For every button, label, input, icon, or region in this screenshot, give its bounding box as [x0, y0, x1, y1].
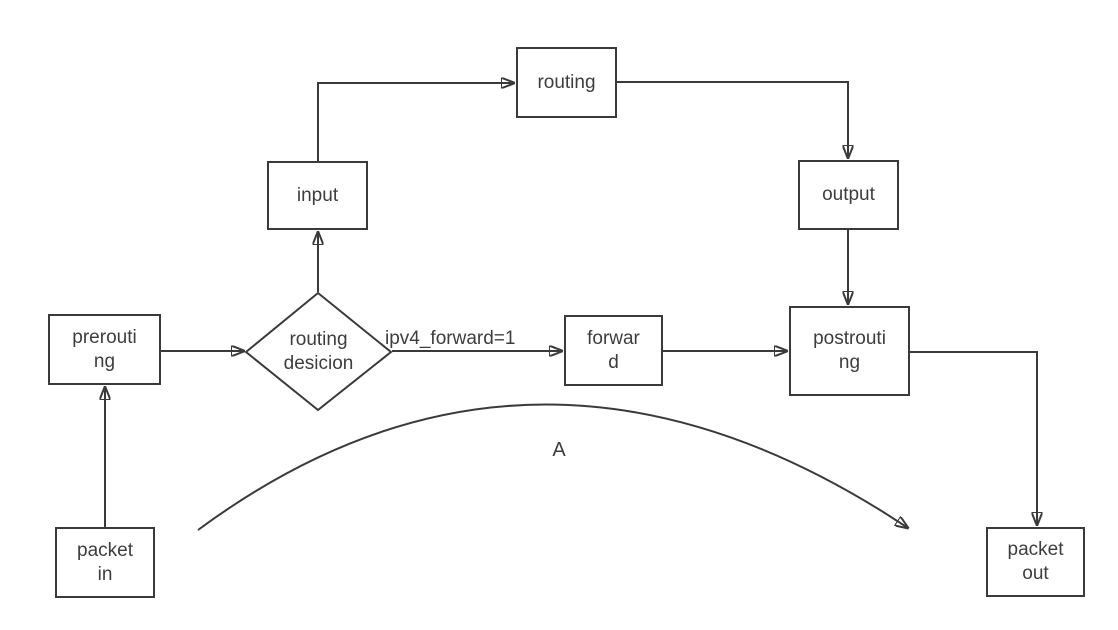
node-prerouting-label: prerouti ng — [72, 326, 137, 372]
node-packet-in: packet in — [55, 527, 155, 598]
node-postrouting: postrouti ng — [789, 306, 910, 396]
node-routing: routing — [516, 47, 617, 118]
node-routing-label: routing — [537, 71, 596, 93]
node-input-label: input — [296, 184, 339, 206]
node-packet-in-label: packet in — [77, 539, 133, 585]
routing-decision-diamond — [244, 291, 393, 412]
edge-label-a: A — [552, 439, 566, 461]
node-routing-decision-label: routing desicion — [283, 328, 354, 374]
node-forward: forwar d — [564, 315, 663, 386]
edge-label-ipv4-forward: ipv4_forward=1 — [385, 328, 516, 349]
node-packet-out: packet out — [986, 527, 1085, 597]
node-postrouting-label: postrouti ng — [813, 328, 886, 373]
node-output: output — [798, 160, 899, 230]
node-input: input — [267, 161, 368, 230]
node-prerouting: prerouti ng — [48, 314, 161, 385]
node-routing-decision: routing desicion — [248, 322, 389, 381]
node-packet-out-label: packet out — [1007, 539, 1064, 584]
edge-curve-bypass-a — [197, 403, 908, 531]
edge-input-to-routing — [317, 83, 514, 161]
edge-routing-to-output — [617, 81, 848, 158]
node-forward-label: forwar d — [587, 327, 640, 373]
edge-postrouting-to-packet-out — [910, 351, 1037, 525]
node-output-label: output — [822, 184, 875, 206]
